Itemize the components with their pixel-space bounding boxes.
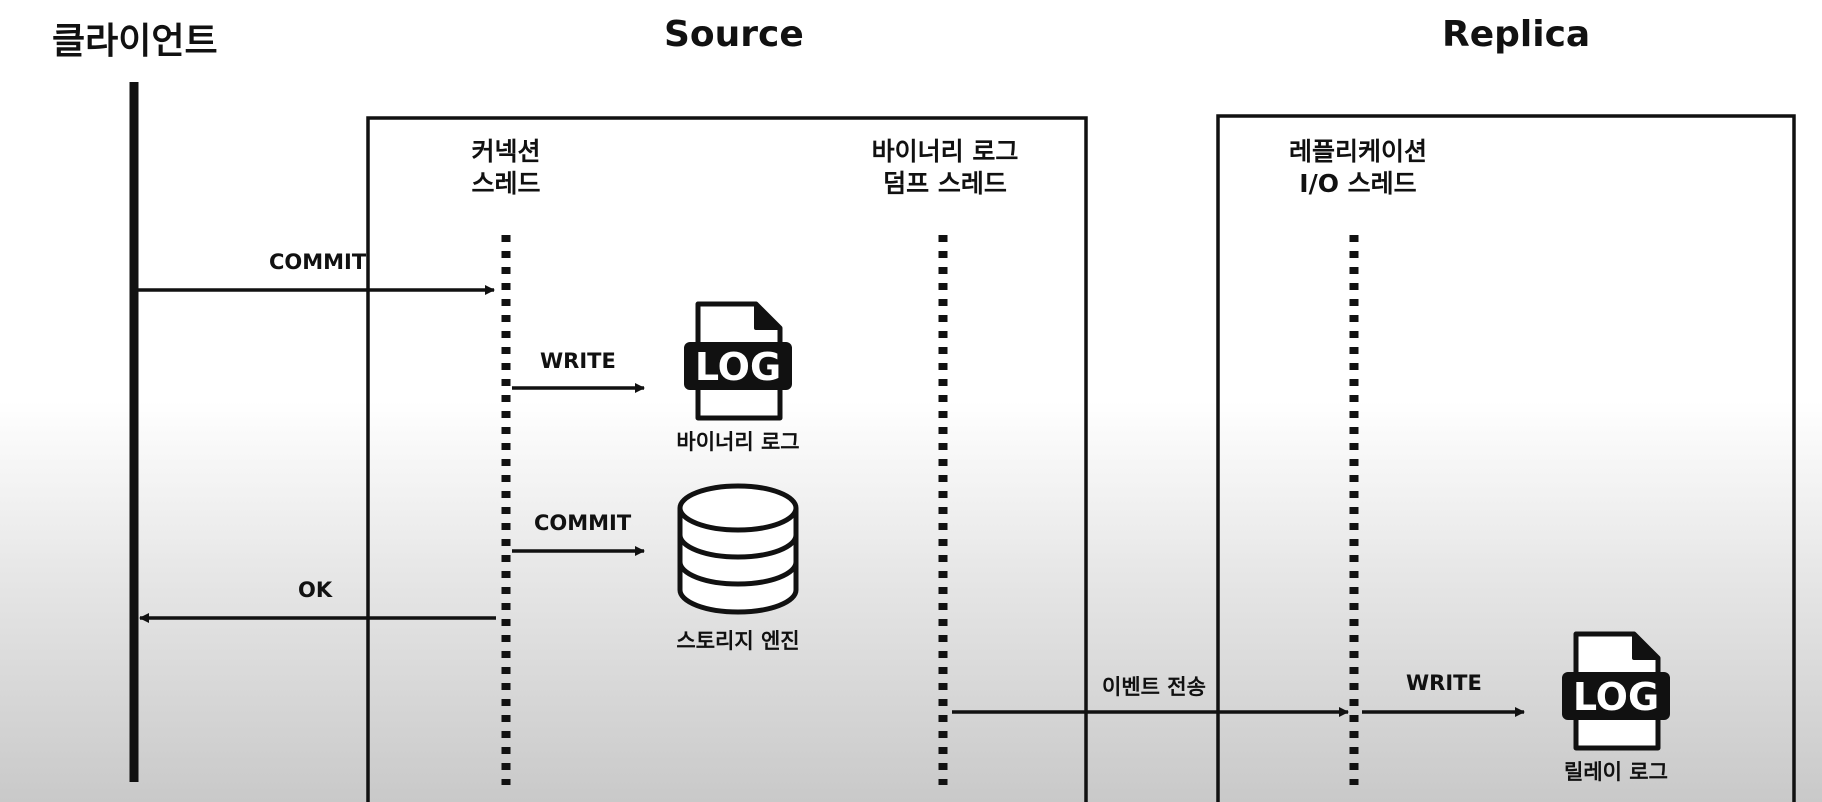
event-transfer-label: 이벤트 전송: [1102, 675, 1206, 699]
write-relay-label: WRITE: [1406, 671, 1482, 695]
storage-database-icon: [677, 483, 799, 615]
write-binlog-label: WRITE: [540, 349, 616, 373]
binlog-log-file-icon: LOG: [684, 301, 792, 421]
replication-io-thread-title: 레플리케이션 I/O 스레드: [1258, 136, 1458, 200]
replica-heading: Replica: [1442, 14, 1591, 55]
client-heading: 클라이언트: [52, 21, 218, 62]
replication-io-thread-title-line1: 레플리케이션: [1288, 137, 1427, 166]
binlog-dump-thread-title: 바이너리 로그 덤프 스레드: [840, 136, 1050, 200]
ok-label: OK: [298, 578, 333, 602]
commit-engine-label: COMMIT: [534, 511, 632, 535]
relay-log-text: LOG: [1573, 675, 1659, 719]
replica-box: [1216, 114, 1796, 802]
client-commit-label: COMMIT: [269, 250, 367, 274]
replication-io-thread-title-line2: I/O 스레드: [1299, 169, 1417, 198]
binlog-caption: 바이너리 로그: [676, 430, 800, 454]
relay-caption: 릴레이 로그: [1564, 760, 1668, 784]
source-heading: Source: [664, 14, 804, 55]
source-box: [366, 116, 1088, 802]
relay-log-file-icon: LOG: [1562, 631, 1670, 751]
storage-caption: 스토리지 엔진: [676, 629, 800, 653]
binlog-log-text: LOG: [695, 345, 781, 389]
connection-thread-title-line2: 스레드: [471, 169, 541, 198]
connection-thread-title: 커넥션 스레드: [426, 136, 586, 200]
binlog-dump-thread-title-line1: 바이너리 로그: [871, 137, 1019, 166]
binlog-dump-thread-title-line2: 덤프 스레드: [883, 169, 1007, 198]
connection-thread-title-line1: 커넥션: [471, 137, 541, 166]
